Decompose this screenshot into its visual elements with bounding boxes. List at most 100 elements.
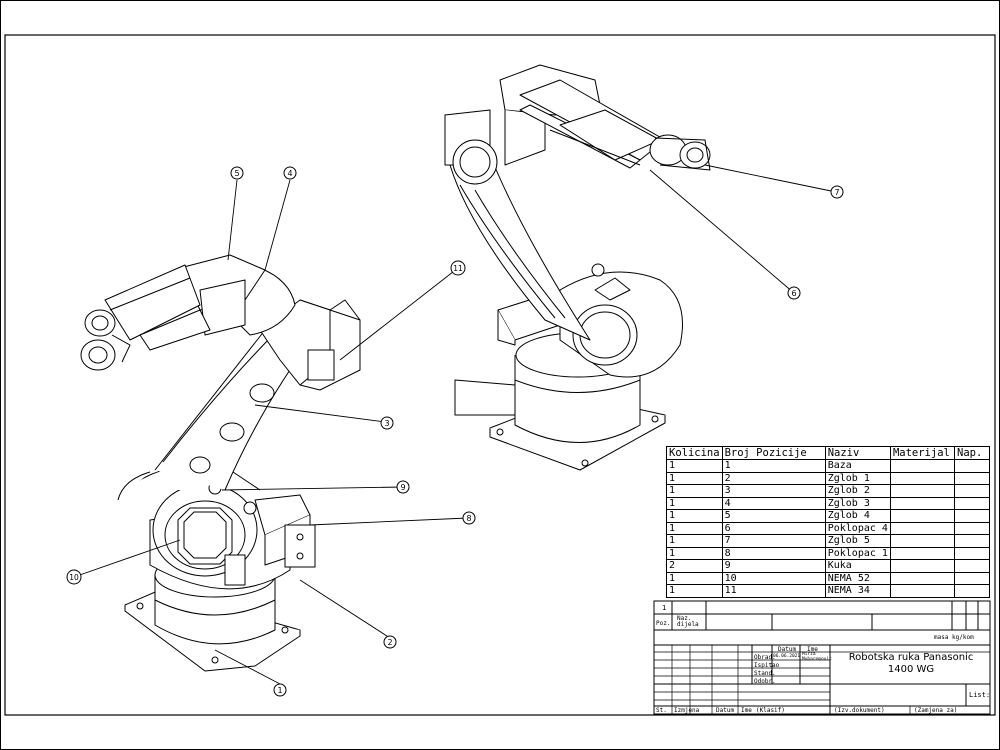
- obrad-date: 06.06.2021: [773, 654, 801, 659]
- leader-lines: [73, 164, 837, 685]
- leader-11: [339, 267, 459, 361]
- cell-broj-pozicije: 2: [721, 471, 826, 485]
- stand-label: Stand.: [754, 670, 776, 677]
- cell-materijal: [889, 459, 956, 473]
- balloon-9: 9: [396, 480, 410, 494]
- balloon-3-number: 3: [384, 419, 389, 428]
- ispitao-label: Ispitao: [754, 662, 780, 669]
- cell-kolicina: 1: [666, 521, 723, 535]
- parts-list-table: Kolicina Broj Pozicije Naziv Materijal N…: [666, 446, 990, 598]
- balloon-2-number: 2: [387, 638, 392, 647]
- leader-4: [264, 179, 291, 271]
- balloon-5-number: 5: [234, 169, 239, 178]
- leader-10: [73, 539, 181, 578]
- drawing-title-line-2: 1400 WG: [887, 664, 935, 675]
- cell-broj-pozicije: 10: [721, 571, 826, 585]
- cell-materijal: [889, 496, 956, 510]
- cell-naziv: Poklopac 1: [824, 546, 891, 560]
- balloon-6: 6: [787, 286, 801, 300]
- footer-klasif: (Klasif): [756, 707, 785, 714]
- cell-nap: [954, 509, 990, 523]
- cell-nap: [954, 534, 990, 548]
- footer-izv: (Izv.dokument): [834, 707, 885, 714]
- cell-broj-pozicije: 4: [721, 496, 826, 510]
- cell-nap: [954, 571, 990, 585]
- balloon-8-number: 8: [466, 514, 471, 523]
- obrad-name: Mirza Muharemovic: [802, 652, 832, 662]
- cell-kolicina: 1: [666, 584, 723, 598]
- leader-2: [299, 579, 391, 639]
- header-nap: Nap.: [954, 446, 990, 460]
- cell-naziv: NEMA 52: [824, 571, 891, 585]
- balloon-1-number: 1: [277, 686, 282, 695]
- cell-naziv: Zglob 3: [824, 496, 891, 510]
- cell-nap: [954, 496, 990, 510]
- cell-naziv: Zglob 1: [824, 471, 891, 485]
- list-label: List:: [969, 691, 991, 699]
- cell-nap: [954, 546, 990, 560]
- balloon-7-number: 7: [834, 188, 839, 197]
- cell-kolicina: 1: [666, 546, 723, 560]
- leader-1: [214, 649, 281, 685]
- sheet-number: 1: [662, 604, 667, 612]
- cell-materijal: [889, 559, 956, 573]
- ime-label: Ime: [807, 646, 818, 653]
- drawing-title-line-1: Robotska ruka Panasonic: [848, 652, 974, 663]
- cell-naziv: Baza: [824, 459, 891, 473]
- cell-broj-pozicije: 5: [721, 509, 826, 523]
- cell-broj-pozicije: 9: [721, 559, 826, 573]
- robot-view-left: [80, 254, 361, 672]
- balloon-1: 1: [273, 683, 287, 697]
- header-broj-pozicije: Broj Pozicije: [721, 446, 826, 460]
- cell-nap: [954, 559, 990, 573]
- cell-broj-pozicije: 11: [721, 584, 826, 598]
- footer-zamjena: (Zamjena za): [914, 707, 958, 714]
- leader-9: [221, 486, 404, 491]
- cell-materijal: [889, 484, 956, 498]
- footer-izmjena: Izmjena: [674, 707, 700, 714]
- cell-materijal: [889, 584, 956, 598]
- balloon-10: 10: [66, 569, 82, 585]
- cell-naziv: Zglob 5: [824, 534, 891, 548]
- parts-list-header-row: Kolicina Broj Pozicije Naziv Materijal N…: [666, 446, 990, 460]
- leader-7: [704, 164, 837, 193]
- cell-nap: [954, 521, 990, 535]
- cell-materijal: [889, 471, 956, 485]
- poz-label: Poz.: [656, 620, 671, 627]
- header-naziv: Naziv: [824, 446, 891, 460]
- cell-naziv: Poklopac 4: [824, 521, 891, 535]
- balloon-6-number: 6: [791, 289, 796, 298]
- balloon-7: 7: [830, 185, 844, 199]
- cell-kolicina: 1: [666, 496, 723, 510]
- cell-nap: [954, 459, 990, 473]
- datum-label: Datum: [778, 646, 797, 653]
- cell-naziv: Zglob 4: [824, 509, 891, 523]
- leader-8: [309, 517, 469, 526]
- cell-materijal: [889, 571, 956, 585]
- mass-label: masa kg/kom: [934, 634, 974, 641]
- balloon-4: 4: [283, 166, 297, 180]
- cell-broj-pozicije: 6: [721, 521, 826, 535]
- cell-nap: [954, 484, 990, 498]
- cell-broj-pozicije: 1: [721, 459, 826, 473]
- balloon-5: 5: [230, 166, 244, 180]
- leader-6: [649, 169, 795, 294]
- title-block-frame: [653, 600, 991, 715]
- cell-kolicina: 1: [666, 484, 723, 498]
- obrad-label: Obrad.: [754, 654, 776, 661]
- part-name-label: Naz. dijela: [677, 615, 699, 628]
- balloon-3: 3: [380, 416, 394, 430]
- cell-kolicina: 1: [666, 509, 723, 523]
- balloon-11: 11: [450, 260, 466, 276]
